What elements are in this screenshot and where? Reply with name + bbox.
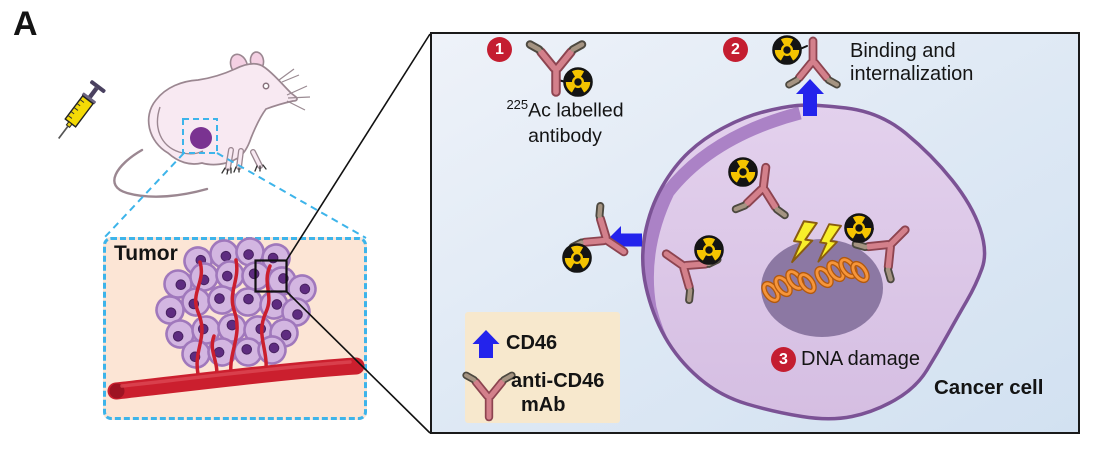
blood-vessel: [107, 357, 365, 400]
mouse-tail: [113, 148, 209, 198]
radioactive-icon: [561, 243, 593, 273]
radioactive-icon: [693, 235, 725, 265]
dna-damage-label: DNA damage: [801, 348, 920, 370]
mab-line1: anti-CD46: [511, 370, 605, 392]
mouse-illustration: [113, 51, 311, 198]
binding-internalization-label: Binding and internalization: [850, 40, 973, 86]
step-1-badge: 1: [487, 37, 512, 62]
ac-labelled-antibody-label: 225Ac labelled antibody: [480, 92, 650, 149]
mouse-whiskers: [278, 68, 311, 111]
step-3-badge: 3: [771, 347, 796, 372]
ac-label-line2: antibody: [528, 124, 602, 147]
mouse-eye: [262, 82, 270, 90]
ac-label-line1: 225Ac labelled: [480, 92, 650, 124]
mouse-body: [147, 63, 298, 166]
tumor-zoom-square: [182, 118, 218, 154]
connector-lines: [285, 33, 431, 434]
radioactive-icon: [843, 213, 875, 243]
dashed-zoom-lines: [103, 152, 367, 239]
mouse-claws: [221, 164, 267, 175]
magnified-cell-square: [254, 259, 288, 293]
tumor-box-title: Tumor: [114, 242, 178, 265]
mab-line2: mAb: [521, 394, 566, 416]
tumor-cells-cluster: [153, 232, 322, 375]
legend-mab-label: anti-CD46 mAb: [511, 369, 604, 417]
mouse-haunch: [156, 106, 204, 155]
cancer-cell-label: Cancer cell: [934, 376, 1044, 399]
antibody-icon-legend: [466, 375, 512, 417]
radioactive-icon: [771, 35, 803, 65]
binding-line2: internalization: [850, 63, 974, 85]
legend-cd46-label: CD46: [506, 332, 558, 354]
cd46-arrow-icon: [796, 79, 824, 116]
figure-label: A: [13, 5, 38, 43]
tumor-dot: [190, 127, 212, 149]
step-2-badge: 2: [723, 37, 748, 62]
radioactive-icon: [727, 157, 759, 187]
cd46-arrow-icon-legend: [472, 330, 500, 358]
ac-label-rest: Ac labelled: [528, 99, 624, 122]
blood-vessel-branches: [194, 258, 272, 384]
isotope-superscript: 225: [506, 97, 529, 112]
syringe-icon: [57, 80, 106, 140]
binding-line1: Binding and: [850, 40, 956, 62]
